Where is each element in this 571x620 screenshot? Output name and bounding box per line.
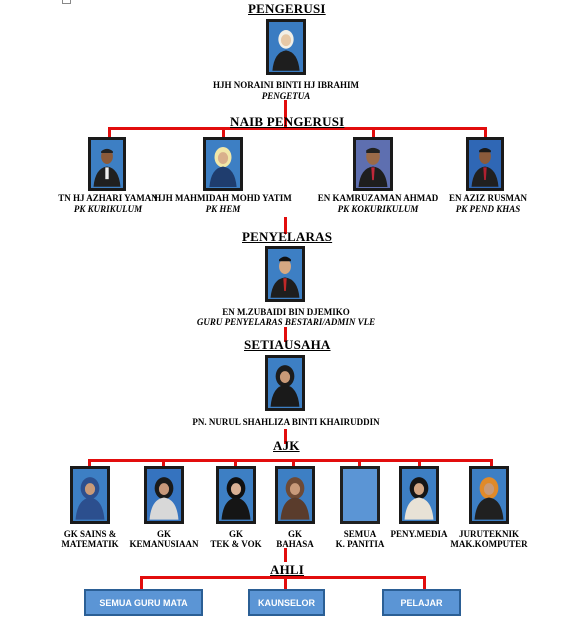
ajk-3-line1: GK	[228, 529, 243, 539]
connector-naib-3	[372, 127, 375, 138]
connector-naib-1	[108, 127, 111, 138]
connector-ahli-3	[423, 576, 426, 589]
naib-4-name: EN AZIZ RUSMAN	[448, 193, 527, 203]
ajk-5-line1: SEMUA	[343, 529, 377, 539]
connector-naib-4	[484, 127, 487, 138]
box-kaunselor: KAUNSELOR	[248, 589, 325, 616]
photo-setiausaha	[265, 355, 305, 411]
corner-mark	[62, 0, 71, 4]
photo-ajk-3	[216, 466, 256, 524]
heading-ahli: AHLI	[270, 562, 305, 577]
photo-naib-1	[88, 137, 126, 191]
connector-to-ahli	[284, 548, 287, 562]
connector-ajk-4	[292, 459, 295, 467]
photo-ajk-5-placeholder	[340, 466, 380, 524]
photo-naib-4	[466, 137, 504, 191]
naib-3-role: PK KOKURIKULUM	[337, 204, 419, 214]
connector-ahli-1	[140, 576, 143, 589]
photo-naib-3	[353, 137, 393, 191]
role-pengerusi: PENGETUA	[261, 91, 311, 101]
naib-1-role: PK KURIKULUM	[73, 204, 143, 214]
ajk-1-line2: MATEMATIK	[61, 539, 119, 549]
photo-ajk-6	[399, 466, 439, 524]
ajk-1-line1: GK SAINS &	[63, 529, 117, 539]
heading-pengerusi: PENGERUSI	[248, 1, 326, 16]
connector-ahli-2	[284, 576, 287, 589]
photo-ajk-4	[275, 466, 315, 524]
ajk-4-line2: BAHASA	[276, 539, 314, 549]
connector-ajk-3	[234, 459, 237, 467]
ajk-4-line1: GK	[287, 529, 302, 539]
photo-penyelaras	[265, 246, 305, 302]
connector-to-ajk	[284, 429, 287, 444]
connector-ahli-horizontal	[140, 576, 426, 579]
ajk-3-line2: TEK & VOK	[210, 539, 262, 549]
naib-4-role: PK PEND KHAS	[455, 204, 521, 214]
naib-3-name: EN KAMRUZAMAN AHMAD	[317, 193, 439, 203]
ajk-7-line1: JURUTEKNIK	[458, 529, 519, 539]
ajk-2-line1: GK	[156, 529, 171, 539]
name-setiausaha: PN. NURUL SHAHLIZA BINTI KHAIRUDDIN	[192, 417, 380, 427]
ajk-2-line2: KEMANUSIAAN	[129, 539, 199, 549]
connector-naib-2	[222, 127, 225, 138]
heading-penyelaras: PENYELARAS	[242, 229, 333, 244]
name-pengerusi: HJH NORAINI BINTI HJ IBRAHIM	[212, 80, 360, 90]
ajk-5-line2: K. PANITIA	[335, 539, 385, 549]
heading-setiausaha: SETIAUSAHA	[244, 337, 331, 352]
heading-naib-pengerusi: NAIB PENGERUSI	[230, 114, 345, 129]
connector-to-penyelaras	[284, 217, 287, 234]
ajk-7-line2: MAK.KOMPUTER	[450, 539, 528, 549]
heading-ajk: AJK	[273, 438, 300, 453]
connector-ajk-1	[88, 459, 91, 467]
connector-ajk-6	[418, 459, 421, 467]
photo-naib-2	[203, 137, 243, 191]
naib-2-role: PK HEM	[205, 204, 241, 214]
connector-ajk-horizontal	[88, 459, 493, 462]
connector-to-setiausaha	[284, 327, 287, 342]
role-penyelaras: GURU PENYELARAS BESTARI/ADMIN VLE	[196, 317, 376, 327]
name-penyelaras: EN M.ZUBAIDI BIN DJEMIKO	[222, 307, 350, 317]
naib-1-name: TN HJ AZHARI YAMAN	[58, 193, 158, 203]
box-pelajar: PELAJAR	[382, 589, 461, 616]
connector-ajk-5	[358, 459, 361, 467]
connector-ajk-2	[162, 459, 165, 467]
connector-naib-horizontal	[108, 127, 487, 130]
photo-ajk-1	[70, 466, 110, 524]
ajk-6-line1: PENY.MEDIA	[390, 529, 448, 539]
photo-ajk-2	[144, 466, 184, 524]
connector-ajk-7	[490, 459, 493, 467]
connector-pengerusi-down	[284, 100, 287, 130]
photo-pengerusi	[266, 19, 306, 75]
naib-2-name: HJH MAHMIDAH MOHD YATIM	[154, 193, 292, 203]
box-semua-guru-mata: SEMUA GURU MATA	[84, 589, 203, 616]
photo-ajk-7	[469, 466, 509, 524]
